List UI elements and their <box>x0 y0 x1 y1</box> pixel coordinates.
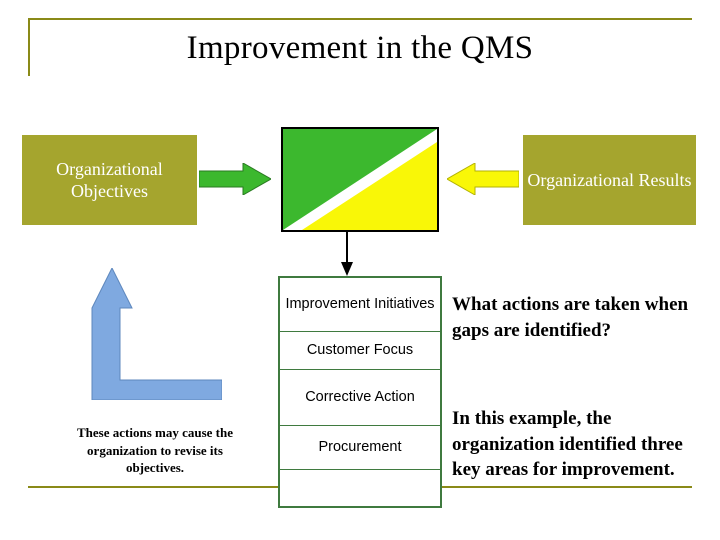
organizational-results-box: Organizational Results <box>523 135 696 225</box>
stack-item-customer-focus[interactable]: Customer Focus <box>280 332 440 370</box>
flag-yellow-triangle <box>302 142 437 230</box>
stack-item-corrective-action[interactable]: Corrective Action <box>280 370 440 426</box>
green-right-arrow-icon <box>199 163 271 195</box>
stack-item-improvement-initiatives[interactable]: Improvement Initiatives <box>280 278 440 332</box>
stack-item-procurement[interactable]: Procurement <box>280 426 440 470</box>
organizational-objectives-box: Organizational Objectives <box>22 135 197 225</box>
example-text: In this example, the organization identi… <box>452 408 683 481</box>
blue-L-arrow-icon <box>91 268 222 400</box>
actions-question-text: What actions are taken when gaps are ide… <box>452 294 689 341</box>
left-caption-text: These actions may cause the organization… <box>77 425 233 476</box>
yellow-left-arrow-icon <box>447 163 519 195</box>
frame-line-top <box>28 18 692 20</box>
frame-line-left <box>28 18 30 76</box>
page-title: Improvement in the QMS <box>186 30 534 66</box>
black-down-arrow-icon <box>341 232 353 276</box>
flag-graphic <box>281 127 439 232</box>
improvement-initiatives-stack: Improvement Initiatives Customer Focus C… <box>278 276 442 508</box>
